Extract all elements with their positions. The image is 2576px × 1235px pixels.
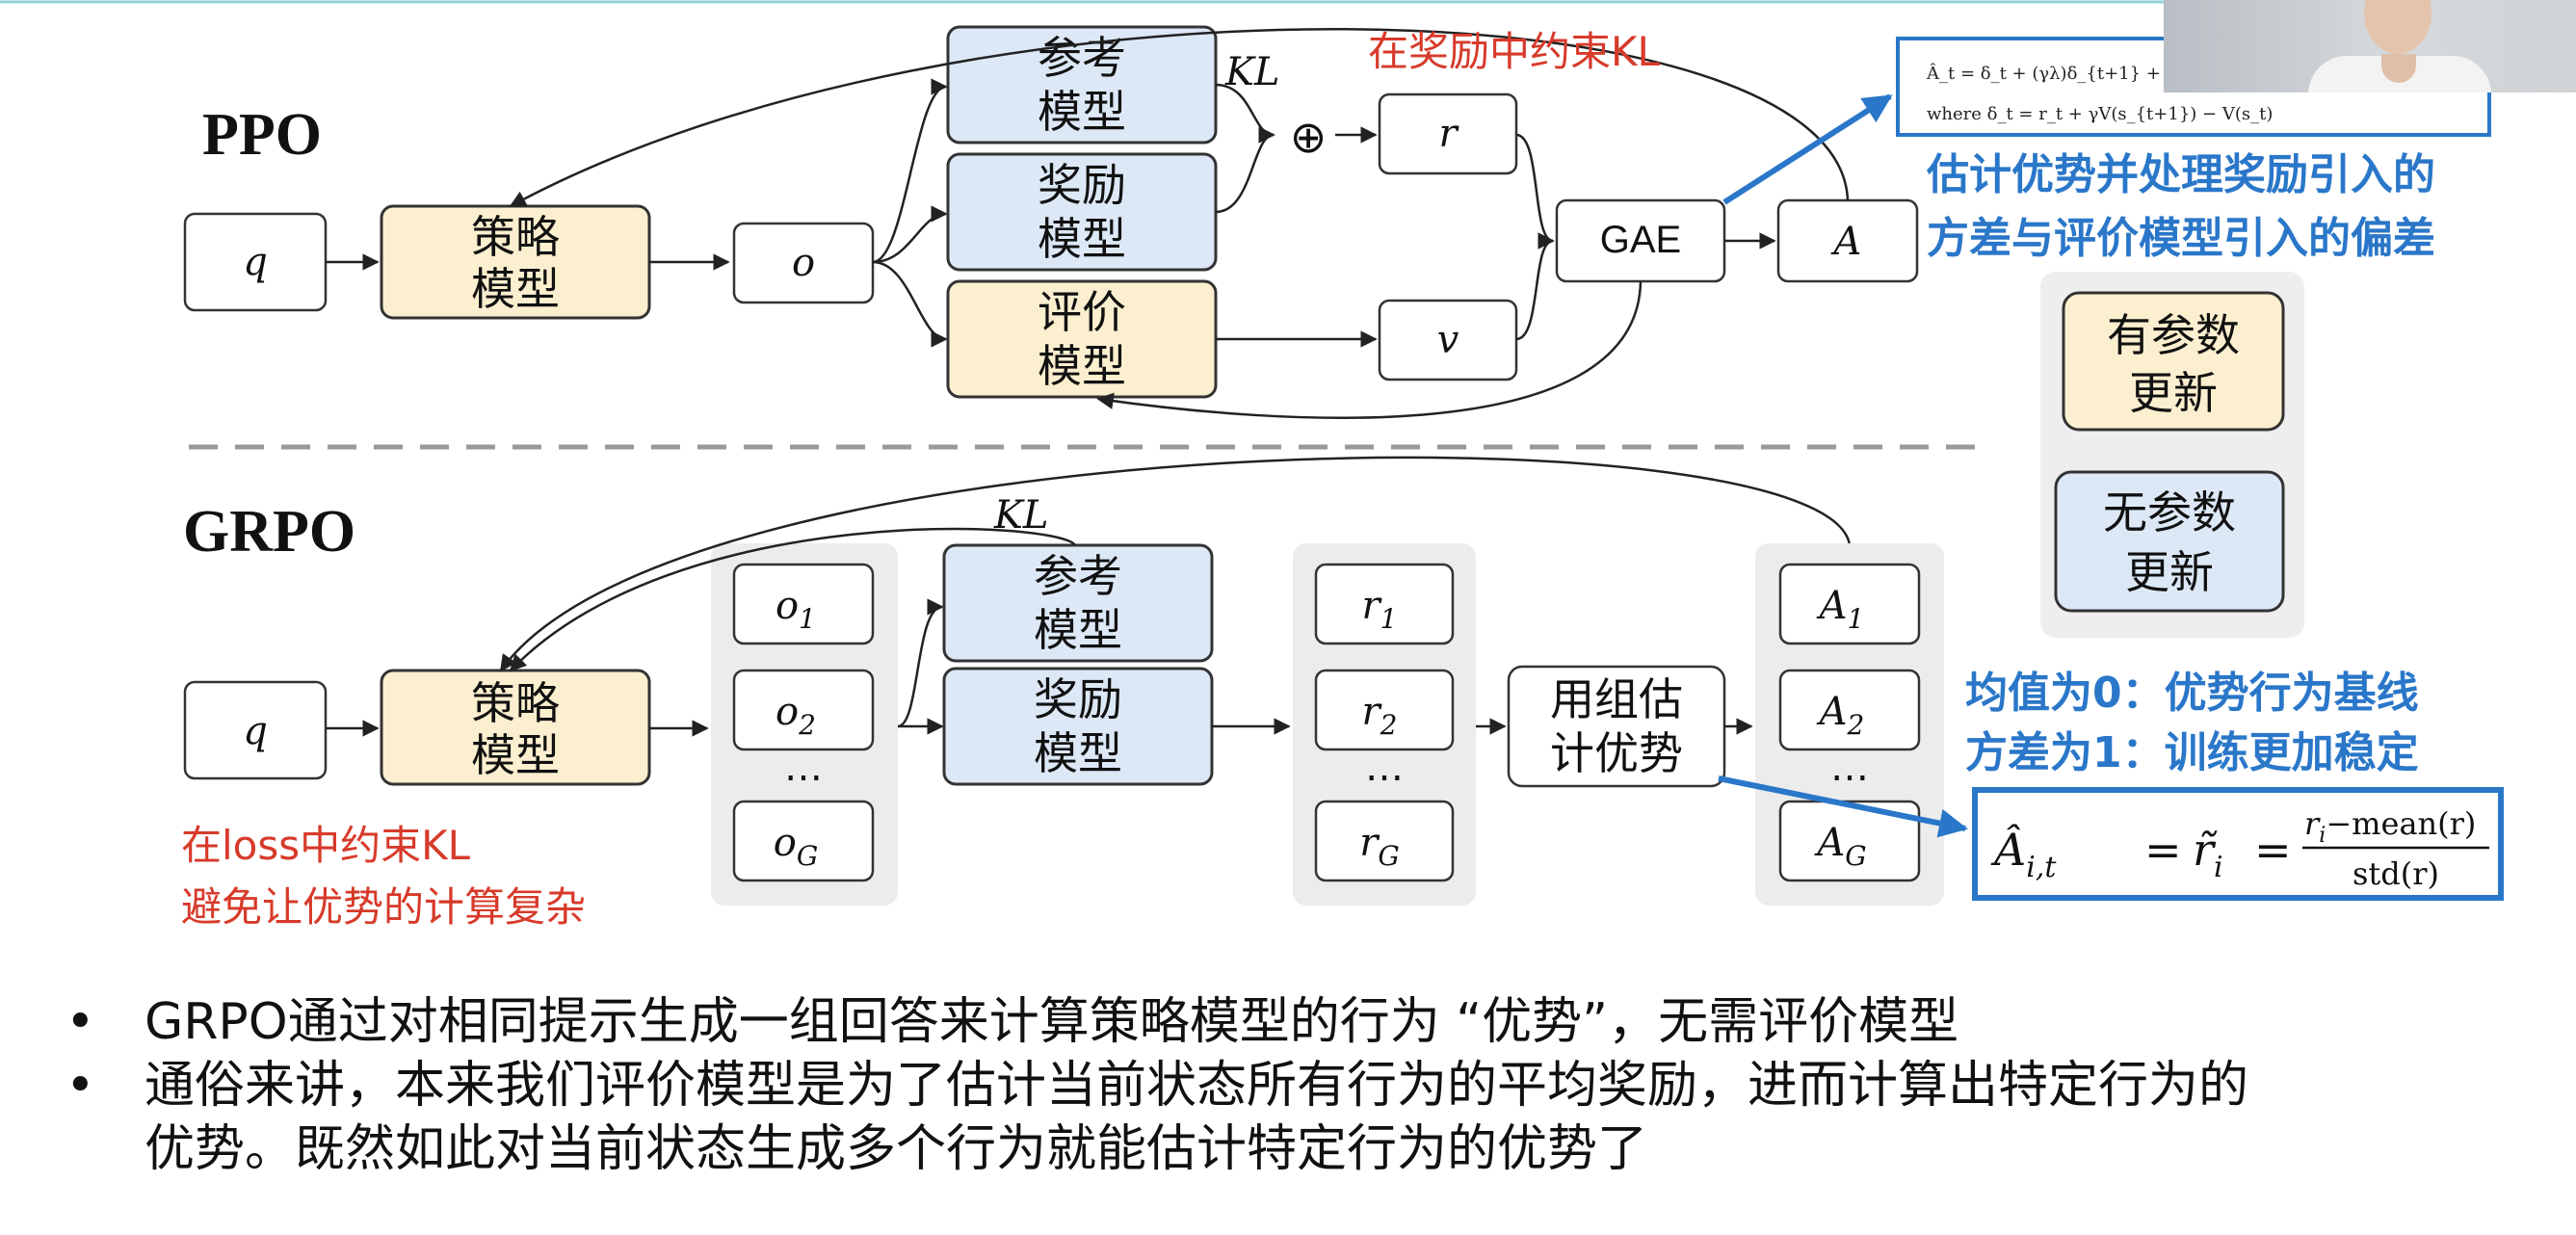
grpo-loss-note-line1: 在loss中约束KL — [181, 822, 471, 869]
bullet-text-2: 通俗来讲，本来我们评价模型是为了估计当前状态所有行为的平均奖励，进而计算出特定行… — [145, 1057, 2249, 1178]
ppo-policy-label-2: 模型 — [471, 263, 560, 315]
ppo-critic-update-loop — [1096, 280, 1643, 419]
grpo-output-2-label: o2 — [775, 690, 816, 741]
ppo-policy-label-1: 策略 — [471, 211, 560, 263]
grpo-output-G-label: oG — [774, 821, 818, 872]
ppo-critic-label-2: 模型 — [1038, 340, 1126, 392]
grpo-policy-label-1: 策略 — [471, 677, 560, 729]
legend-trained-swatch — [2062, 291, 2285, 432]
ppo-plus-icon: ⊕ — [1290, 111, 1327, 163]
grpo-output-1-label: o1 — [775, 584, 816, 635]
grpo-reward-label-1: 奖励 — [1034, 673, 1122, 725]
formula-eq-2: = — [2254, 824, 2292, 876]
legend-frozen-line1: 无参数 — [2103, 486, 2236, 539]
grpo-ref-label-1: 参考 — [1034, 550, 1122, 602]
grpo-reward-1 — [1314, 563, 1455, 645]
grpo-ref-label-2: 模型 — [1034, 604, 1122, 656]
bullet-text-1: GRPO通过对相同提示生成一组回答来计算策略模型的行为 “优势”，无需评价模型 — [145, 993, 1959, 1051]
formula-numerator: ri−mean(r) — [2304, 805, 2476, 848]
grpo-reward-label-2: 模型 — [1034, 727, 1122, 779]
ppo-gae-label: GAE — [1600, 219, 1681, 261]
legend-trained-line2: 更新 — [2129, 367, 2218, 419]
ppo-policy-update-loop — [509, 27, 1850, 208]
grpo-reward-1-label: r1 — [1362, 584, 1398, 635]
grpo-advantage-G-label: AG — [1813, 821, 1866, 872]
formula-lhs: Âi,t — [1990, 823, 2057, 884]
bullet-item-2: • 通俗来讲，本来我们评价模型是为了估计当前状态所有行为的平均奖励，进而计算出特定… — [58, 1054, 2274, 1181]
legend-frozen-swatch — [2054, 470, 2285, 613]
formula-eq-1: = — [2144, 824, 2182, 876]
grpo-advantage-formula-box — [1972, 787, 2504, 901]
legend-trained-line1: 有参数 — [2107, 309, 2240, 361]
grpo-group-label-1: 用组估 — [1550, 673, 1683, 725]
ppo-advantage-label: A — [1830, 220, 1862, 264]
grpo-title: GRPO — [183, 499, 355, 565]
grpo-stats-note-line2: 方差为1：训练更加稳定 — [1965, 728, 2419, 777]
ppo-query-label: q — [243, 240, 268, 284]
ppo-output-label: o — [792, 241, 815, 285]
grpo-query-label: q — [243, 709, 268, 753]
grpo-output-1 — [732, 563, 875, 645]
grpo-policy-update-loop — [499, 456, 1852, 672]
ppo-ref-label-2: 模型 — [1038, 86, 1126, 138]
gae-note-line2: 方差与评价模型引入的偏差 — [1927, 214, 2435, 263]
grpo-advantage-1-label: A1 — [1816, 584, 1865, 635]
grpo-group-label-2: 计优势 — [1550, 727, 1683, 779]
grpo-reward-2 — [1314, 669, 1455, 751]
presenter-webcam — [2164, 0, 2576, 92]
grpo-query-box — [183, 680, 328, 780]
grpo-output-ellipsis: … — [784, 746, 823, 790]
bullet-dot-icon: • — [66, 1057, 95, 1115]
ppo-title: PPO — [202, 102, 322, 168]
grpo-reward-ellipsis: … — [1365, 746, 1404, 790]
gae-formula-line1: Â_t = δ_t + (γλ)δ_{t+1} + … — [1926, 62, 2184, 84]
grpo-advantage-1 — [1778, 563, 1921, 645]
gae-formula-line2: where δ_t = r_t + γV(s_{t+1}) − V(s_t) — [1927, 104, 2273, 124]
grpo-policy-label-2: 模型 — [471, 729, 560, 781]
ppo-value-label: v — [1437, 318, 1459, 362]
ppo-reward-value-label: r — [1438, 112, 1459, 156]
legend-frozen-line2: 更新 — [2125, 546, 2214, 598]
grpo-loss-note-line2: 避免让优势的计算复杂 — [181, 883, 586, 931]
bullet-dot-icon: • — [66, 993, 95, 1051]
bullet-item-1: • GRPO通过对相同提示生成一组回答来计算策略模型的行为 “优势”，无需评价模型 — [58, 990, 2274, 1054]
ppo-critic-label-1: 评价 — [1038, 286, 1126, 338]
formula-mid: r̃i — [2193, 824, 2223, 884]
ppo-kl-note: 在奖励中约束KL — [1368, 28, 1661, 75]
formula-denominator: std(r) — [2353, 855, 2439, 892]
ppo-reward-label-2: 模型 — [1038, 213, 1126, 265]
grpo-reference-model — [942, 543, 1214, 663]
grpo-reward-G — [1314, 800, 1455, 882]
grpo-stats-note-line1: 均值为0：优势行为基线 — [1965, 669, 2419, 718]
ppo-reward-label-1: 奖励 — [1038, 159, 1126, 211]
grpo-advantage-2-label: A2 — [1816, 690, 1865, 741]
grpo-advantage-ellipsis: … — [1830, 746, 1869, 790]
grpo-output-2 — [732, 669, 875, 751]
grpo-advantage-2 — [1778, 669, 1921, 751]
grpo-advantage-G — [1778, 800, 1921, 882]
gae-note-line1: 估计优势并处理奖励引入的 — [1926, 150, 2435, 199]
grpo-reward-2-label: r2 — [1362, 690, 1398, 741]
grpo-reward-G-label: rG — [1359, 821, 1400, 872]
bullet-list: • GRPO通过对相同提示生成一组回答来计算策略模型的行为 “优势”，无需评价模型… — [58, 990, 2274, 1181]
grpo-output-G — [732, 800, 875, 882]
ppo-kl-label: KL — [1224, 50, 1279, 94]
